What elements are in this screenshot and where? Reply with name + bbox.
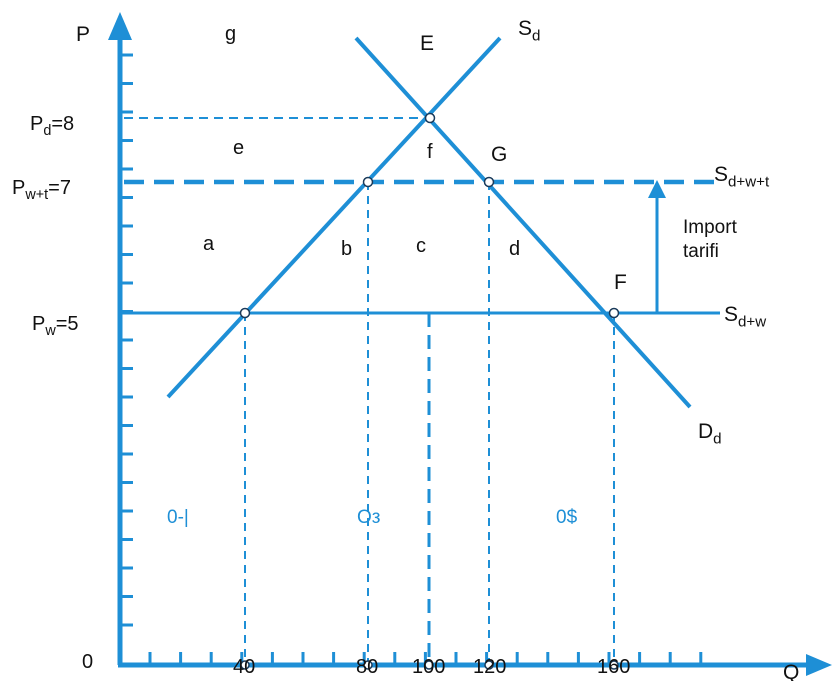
area-label-c: c bbox=[416, 235, 426, 257]
p-axis-ticks bbox=[120, 53, 133, 627]
point-supply-pwt bbox=[362, 176, 374, 188]
axis-point-80 bbox=[363, 660, 373, 670]
q-axis-arrow bbox=[806, 654, 832, 676]
point-label-e: E bbox=[420, 32, 435, 55]
price-label-pwt-value: =7 bbox=[48, 177, 71, 199]
demand-curve bbox=[354, 36, 692, 409]
point-g bbox=[483, 176, 495, 188]
supply-curve bbox=[166, 36, 502, 399]
demand-curve-label-sub: d bbox=[713, 430, 722, 448]
point-e bbox=[424, 112, 436, 124]
price-label-pd-value: =8 bbox=[51, 113, 75, 135]
price-label-pd-sub: d bbox=[43, 123, 52, 140]
garbled-mark-2: Oз bbox=[357, 507, 381, 528]
price-label-pw: Pw=5 bbox=[32, 313, 79, 338]
q-tick-label-160: 160 bbox=[597, 656, 631, 678]
q-tick-label-100: 100 bbox=[412, 656, 446, 678]
origin-label: 0 bbox=[82, 651, 94, 673]
p-axis-label: P bbox=[76, 23, 91, 46]
point-label-f: F bbox=[614, 271, 627, 294]
axis-point-100 bbox=[424, 660, 434, 670]
world-supply-label-main: S bbox=[724, 303, 739, 326]
q-tick-label-40: 40 bbox=[233, 656, 256, 678]
axis-points bbox=[240, 660, 619, 670]
area-label-e: e bbox=[233, 137, 245, 159]
point-f bbox=[608, 307, 620, 319]
supply-curve-label-main: S bbox=[518, 17, 533, 40]
world-supply-tariff-label: Sd+w+t bbox=[714, 163, 769, 189]
point-label-g: G bbox=[491, 143, 508, 166]
axis-point-160 bbox=[609, 660, 619, 670]
world-supply-tariff-label-main: S bbox=[714, 163, 729, 186]
price-label-pd: Pd=8 bbox=[30, 113, 75, 138]
p-axis-arrow bbox=[108, 12, 132, 40]
area-label-g: g bbox=[225, 23, 237, 45]
price-label-pwt-sub: w+t bbox=[25, 187, 49, 204]
intersection-points bbox=[239, 112, 620, 319]
axis-point-40 bbox=[240, 660, 250, 670]
q-axis-label: Q bbox=[783, 661, 800, 681]
area-label-a: a bbox=[203, 233, 215, 255]
price-label-pw-value: =5 bbox=[55, 313, 79, 335]
area-label-b: b bbox=[341, 238, 353, 260]
price-label-pd-main: P bbox=[30, 113, 44, 135]
price-label-pw-main: P bbox=[32, 313, 46, 335]
demand-curve-label: Dd bbox=[698, 420, 722, 446]
q-tick-label-80: 80 bbox=[356, 656, 379, 678]
q-tick-label-120: 120 bbox=[473, 656, 507, 678]
demand-curve-label-main: D bbox=[698, 420, 714, 443]
area-label-f: f bbox=[427, 141, 433, 163]
garbled-mark-1: 0-| bbox=[167, 507, 189, 528]
axis-point-120 bbox=[484, 660, 494, 670]
area-label-d: d bbox=[509, 238, 521, 260]
import-tariff-label-line2: tarifi bbox=[683, 241, 719, 262]
q-axis-ticks bbox=[148, 652, 703, 665]
price-label-pwt-main: P bbox=[12, 177, 26, 199]
price-label-pw-sub: w bbox=[45, 323, 56, 340]
tariff-arrow-head bbox=[648, 180, 666, 198]
point-supply-pw bbox=[239, 307, 251, 319]
world-supply-tariff-label-sub: d+w+t bbox=[728, 173, 770, 191]
garbled-mark-3: 0$ bbox=[556, 507, 578, 528]
supply-curve-label-sub: d bbox=[532, 27, 541, 45]
world-supply-label-sub: d+w bbox=[738, 313, 767, 331]
import-tariff-label-line1: Import bbox=[683, 217, 737, 238]
supply-curve-label: Sd bbox=[518, 17, 540, 43]
world-supply-label: Sd+w bbox=[724, 303, 766, 329]
price-label-pwt: Pw+t=7 bbox=[12, 177, 71, 202]
